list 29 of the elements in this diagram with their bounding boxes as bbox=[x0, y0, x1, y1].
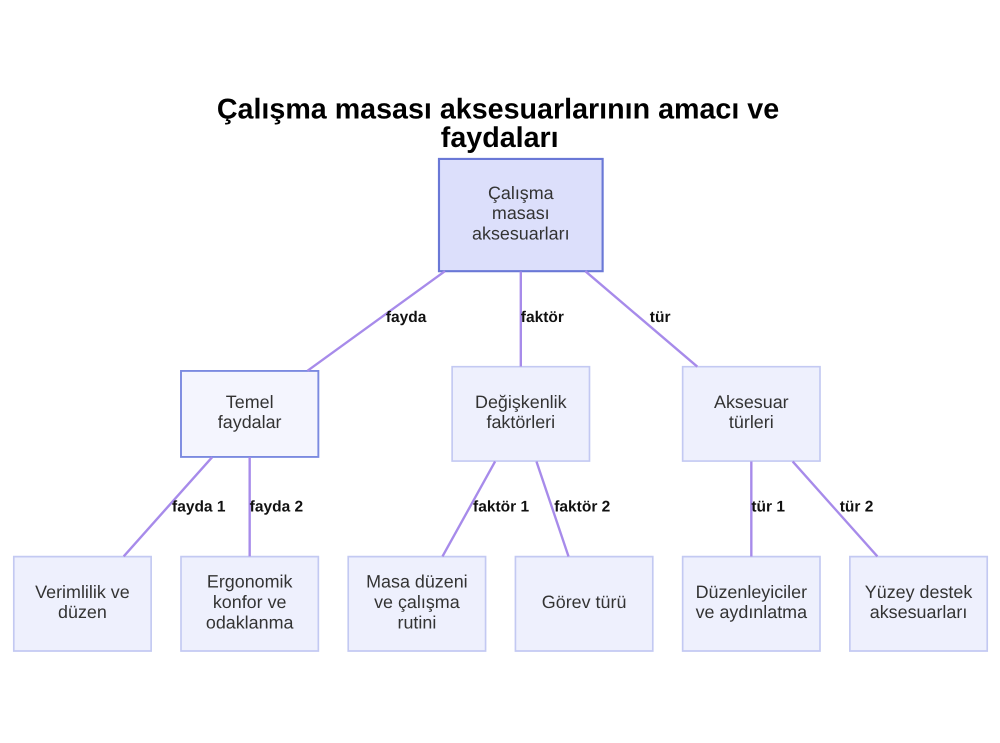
node-box: Görev türü bbox=[514, 556, 654, 652]
node-box: Masa düzeni ve çalışma rutini bbox=[346, 556, 486, 652]
connector bbox=[248, 457, 250, 556]
edge-label: faktör 2 bbox=[554, 498, 610, 516]
edge-label: tür bbox=[649, 308, 670, 326]
edge-label: tür 2 bbox=[839, 498, 873, 516]
edge-label: fayda 1 bbox=[172, 498, 226, 516]
node-box: Yüzey destek aksesuarları bbox=[848, 556, 988, 652]
connector bbox=[534, 461, 570, 557]
connector bbox=[440, 460, 496, 558]
connector bbox=[519, 271, 522, 366]
diagram-title: Çalışma masası aksesuarlarının amacı ve faydaları bbox=[216, 94, 779, 154]
node-box: Değişkenlik faktörleri bbox=[450, 366, 590, 462]
node-box: Ergonomik konfor ve odaklanma bbox=[180, 556, 319, 652]
connector bbox=[791, 460, 878, 558]
node-box: Düzenleyiciler ve aydınlatma bbox=[681, 556, 820, 652]
node-box: Temel faydalar bbox=[180, 370, 319, 458]
connector bbox=[584, 270, 698, 368]
edge-label: faktör 1 bbox=[472, 498, 529, 516]
edge-label: faktör bbox=[520, 308, 564, 326]
edge-label: fayda 2 bbox=[249, 498, 303, 516]
node-box: Verimlilik ve düzen bbox=[12, 556, 152, 652]
connector bbox=[306, 270, 446, 372]
edge-label: tür 1 bbox=[750, 498, 784, 516]
node-box: Aksesuar türleri bbox=[681, 366, 820, 462]
edge-label: fayda bbox=[385, 308, 426, 326]
connector bbox=[122, 456, 213, 558]
connector bbox=[750, 461, 752, 556]
node-box: Çalışma masası aksesuarları bbox=[437, 158, 604, 272]
